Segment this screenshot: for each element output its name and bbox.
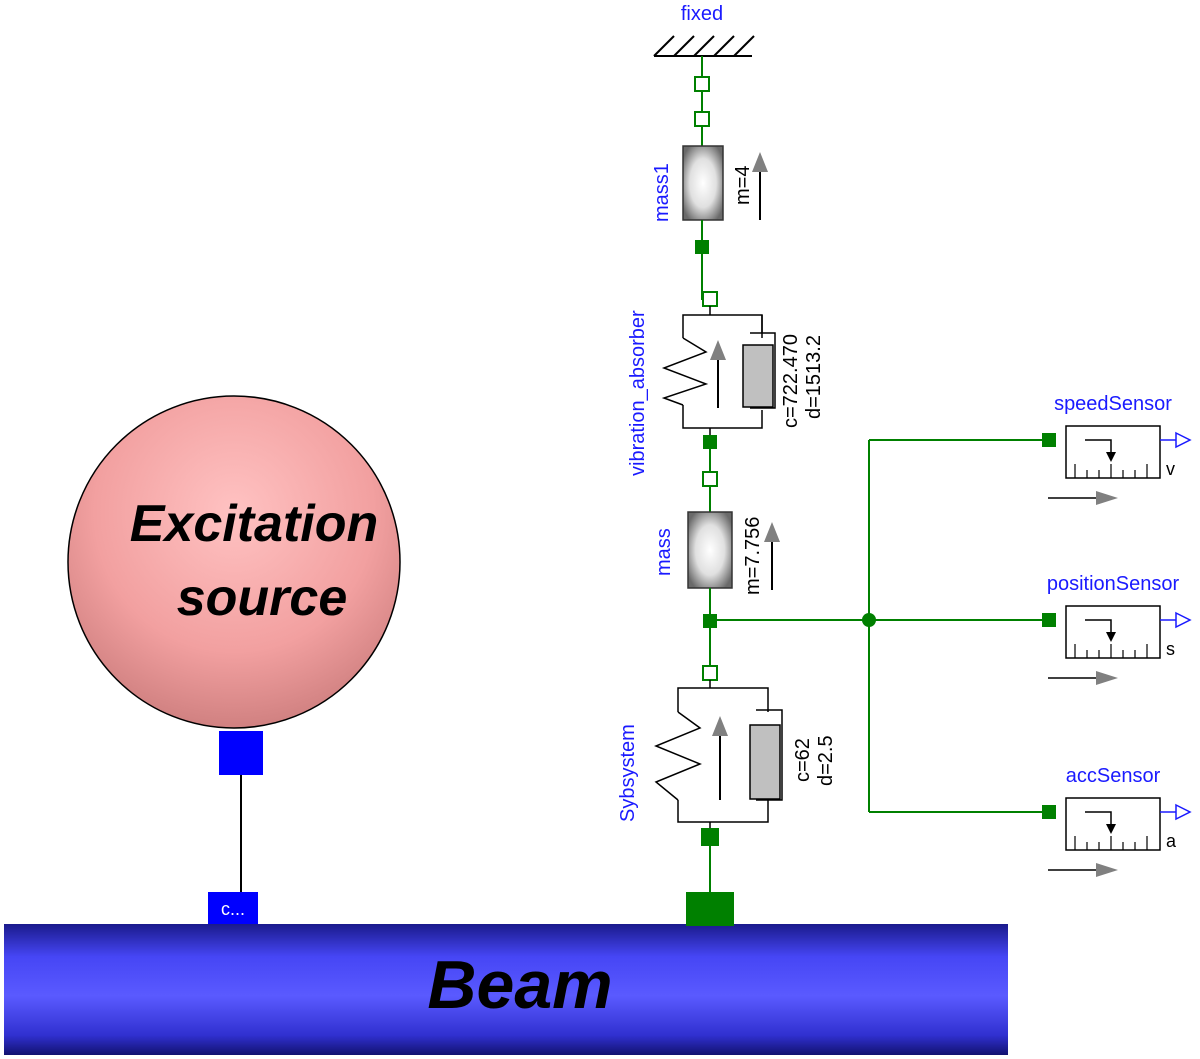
- acc-sensor-output-port[interactable]: [1175, 803, 1192, 821]
- excitation-title-line1: Excitation: [130, 495, 379, 553]
- acc-sensor-block[interactable]: accSensor a: [1042, 765, 1192, 877]
- speed-sensor-output-port[interactable]: [1175, 431, 1192, 449]
- excitation-source[interactable]: Excitation source: [67, 395, 401, 775]
- mass1-body[interactable]: [682, 145, 724, 221]
- mass1-flange-b[interactable]: [695, 240, 709, 254]
- mass1-param: m=4: [732, 166, 754, 205]
- beam-label: Beam: [427, 947, 612, 1023]
- subsystem-spring: [654, 711, 702, 801]
- subsystem-param-c: c=62: [792, 738, 814, 782]
- position-sensor-label: positionSensor: [1047, 573, 1180, 595]
- subsystem-component[interactable]: Sybsystem c=62 d=2.5: [617, 680, 837, 830]
- fixed-hatching: [653, 35, 755, 57]
- absorber-frame-top: [682, 314, 763, 338]
- mass1-label: mass1: [651, 163, 673, 222]
- subsystem-frame-bottom: [677, 800, 769, 823]
- position-sensor-flange[interactable]: [1042, 613, 1056, 627]
- absorber-flange-b[interactable]: [703, 435, 717, 449]
- absorber-spring: [661, 337, 709, 406]
- acc-sensor-output-label: a: [1166, 831, 1177, 851]
- speed-sensor-label: speedSensor: [1054, 393, 1172, 415]
- excitation-title-line2: source: [177, 569, 348, 627]
- absorber-frame-bottom: [682, 405, 763, 429]
- acc-sensor-label: accSensor: [1066, 765, 1161, 787]
- mass1-component[interactable]: mass1 m=4: [651, 145, 768, 222]
- excitation-sphere[interactable]: [67, 395, 401, 729]
- mass-body[interactable]: [687, 511, 733, 589]
- mass-component[interactable]: mass m=7.756: [653, 511, 780, 595]
- beam-body[interactable]: [4, 924, 1008, 1055]
- excitation-port[interactable]: [219, 731, 263, 775]
- fixed-label: fixed: [681, 3, 723, 25]
- subsystem-damper-piston: [749, 724, 781, 800]
- position-sensor-output-port[interactable]: [1175, 611, 1192, 629]
- absorber-param-d: d=1513.2: [803, 335, 825, 419]
- position-sensor-output-label: s: [1166, 639, 1175, 659]
- subsystem-param-d: d=2.5: [815, 735, 837, 786]
- subsystem-frame-top: [677, 687, 769, 712]
- vibration-absorber-component[interactable]: vibration_absorber c=722.470 d=1513.2: [627, 306, 825, 476]
- subsystem-flange-b[interactable]: [701, 828, 719, 846]
- mass-param: m=7.756: [742, 517, 764, 595]
- beam[interactable]: Beam: [4, 924, 1008, 1055]
- mass-label: mass: [653, 528, 675, 576]
- beam-port-excitation-label: c...: [221, 899, 245, 919]
- mass-flange-a[interactable]: [702, 471, 718, 487]
- acc-sensor-flange[interactable]: [1042, 805, 1056, 819]
- speed-sensor-block[interactable]: speedSensor v: [1042, 393, 1192, 505]
- sensors-layer: speedSensor v positionSensor s accSensor a: [1042, 393, 1192, 877]
- wiring-junction: [862, 613, 876, 627]
- speed-sensor-flange[interactable]: [1042, 433, 1056, 447]
- fixed-component[interactable]: fixed: [653, 3, 755, 76]
- absorber-damper-piston: [742, 344, 774, 408]
- fixed-flange[interactable]: [694, 76, 710, 92]
- subsystem-flange-a[interactable]: [702, 665, 718, 681]
- position-sensor-block[interactable]: positionSensor s: [1042, 573, 1192, 685]
- beam-port-excitation[interactable]: [208, 892, 258, 924]
- subsystem-label: Sybsystem: [617, 724, 639, 822]
- subsystem-damper-cylinder: [756, 709, 783, 801]
- mass1-flange-a[interactable]: [694, 111, 710, 127]
- speed-sensor-output-label: v: [1166, 459, 1175, 479]
- absorber-label: vibration_absorber: [627, 310, 649, 476]
- absorber-param-c: c=722.470: [780, 334, 802, 428]
- beam-port-subsystem[interactable]: [686, 892, 734, 926]
- absorber-flange-a[interactable]: [702, 291, 718, 307]
